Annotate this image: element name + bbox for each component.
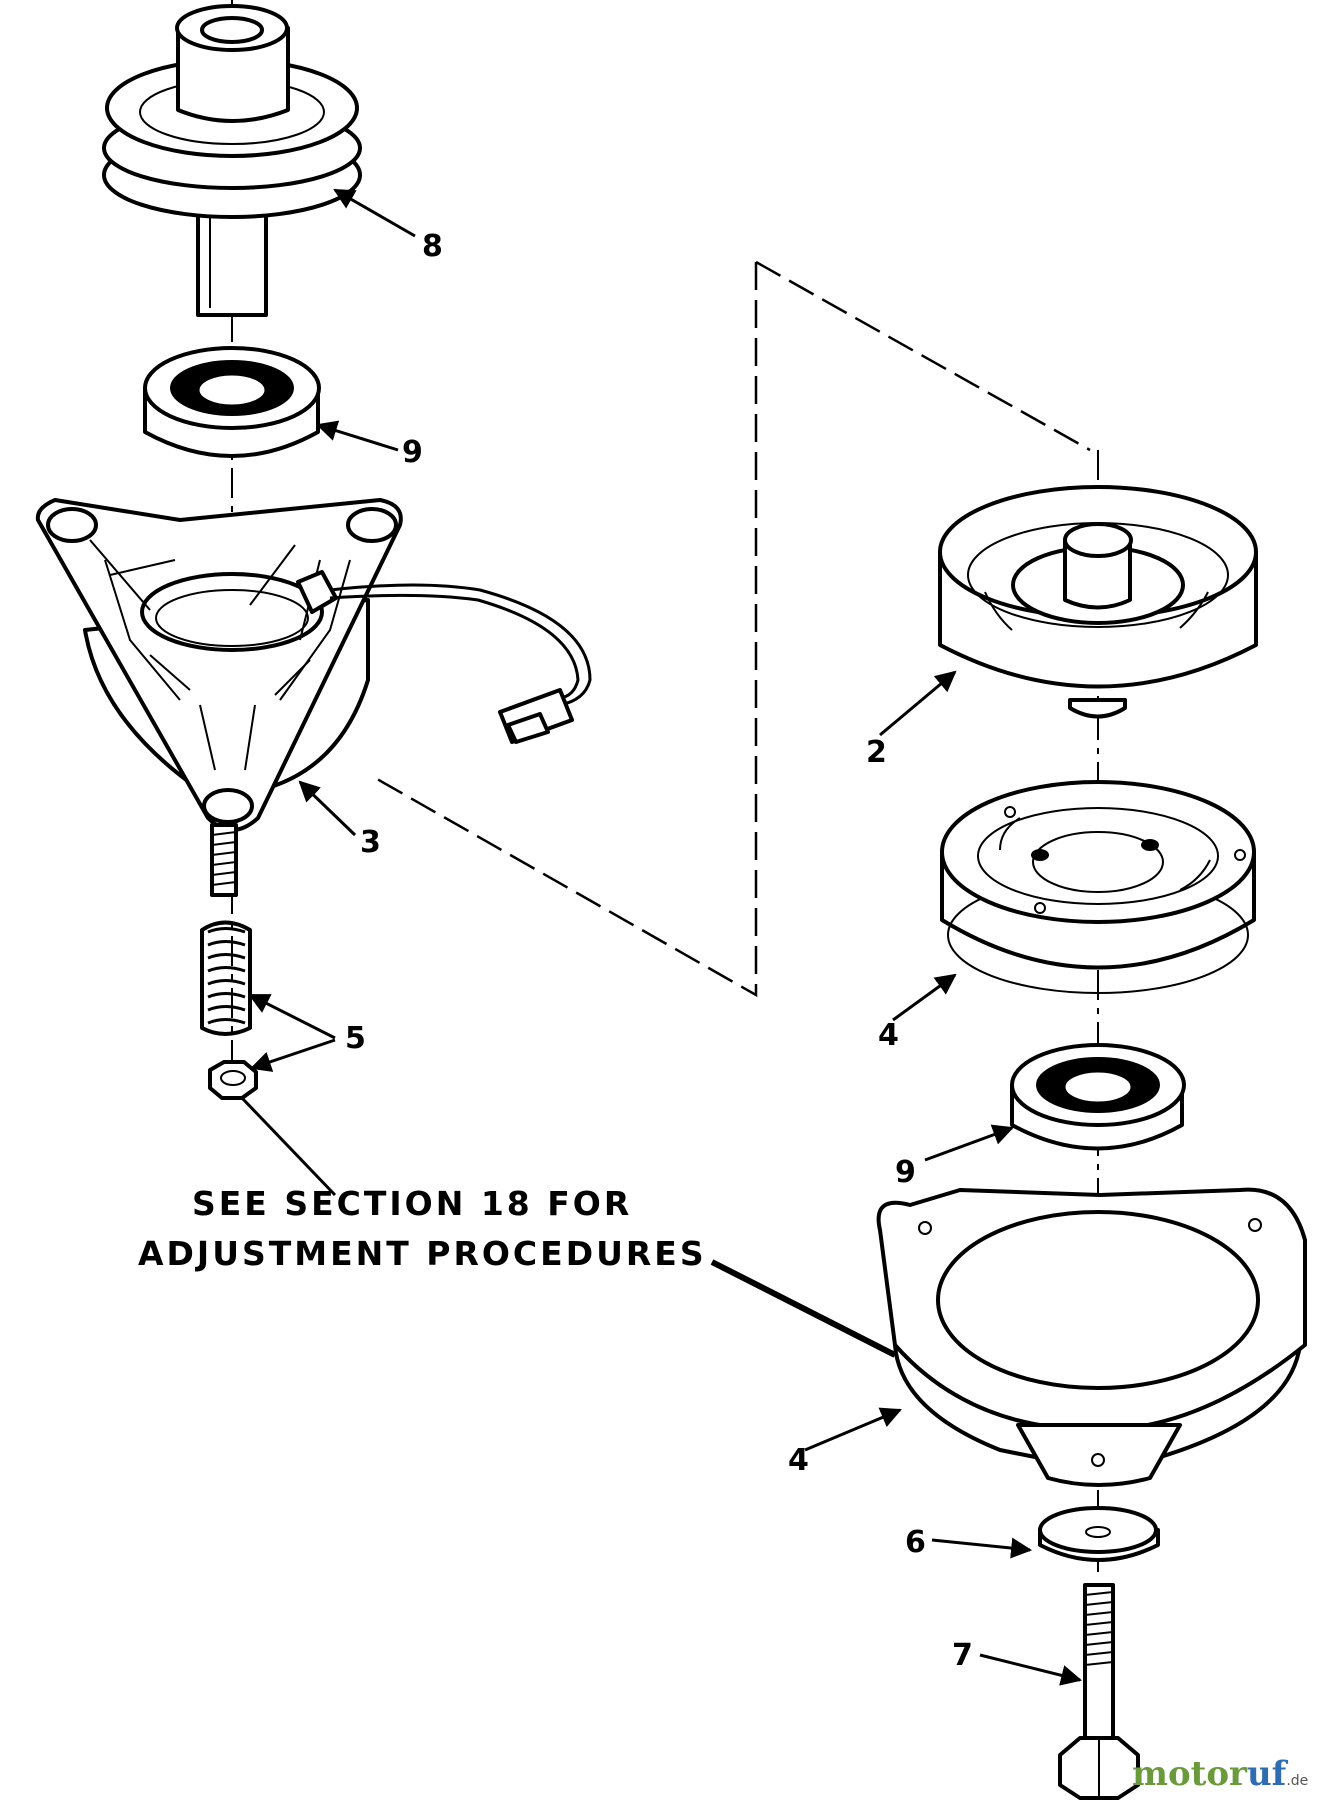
callout-labels: 8 9 3 5 2 4 9 4 6 7 [345,229,973,1673]
callout-part-7: 7 [952,1638,973,1673]
callout-part-5: 5 [345,1021,366,1056]
note-line-1: SEE SECTION 18 FOR [192,1184,632,1223]
watermark-part-a: motor [1132,1754,1248,1794]
pulley-part-8 [102,4,362,317]
spring-and-nut-part-5 [200,920,258,1100]
watermark-part-b: uf [1247,1754,1289,1794]
callout-part-8: 8 [422,229,443,264]
washer-part-6 [1038,1506,1160,1562]
callout-part-9-left: 9 [402,435,423,470]
housing-part-3 [35,498,592,897]
callout-part-9-right: 9 [895,1155,916,1190]
note-line-2: ADJUSTMENT PROCEDURES [138,1234,707,1273]
adjustment-note: SEE SECTION 18 FOR ADJUSTMENT PROCEDURES [138,1184,707,1273]
callout-part-2: 2 [866,735,887,770]
bearing-part-9-right [1010,1043,1186,1151]
bolt-part-7 [1058,1583,1140,1800]
watermark-logo: motoruf.de [1132,1754,1308,1794]
callout-part-4-lower: 4 [788,1443,809,1478]
callout-part-3: 3 [360,825,381,860]
watermark-suffix: .de [1286,1773,1308,1789]
bearing-part-9-left [143,346,321,458]
clutch-rotor-part-2 [938,485,1258,719]
dashed-assembly-line [369,260,1091,998]
callout-part-6: 6 [905,1525,926,1560]
callout-part-4-upper: 4 [878,1018,899,1053]
leader-lines [240,188,1083,1686]
svg-text:motoruf.de: motoruf.de [1132,1754,1308,1794]
armature-pulley-part-4-upper [940,780,1256,994]
bell-housing-part-4-lower [876,1187,1307,1487]
